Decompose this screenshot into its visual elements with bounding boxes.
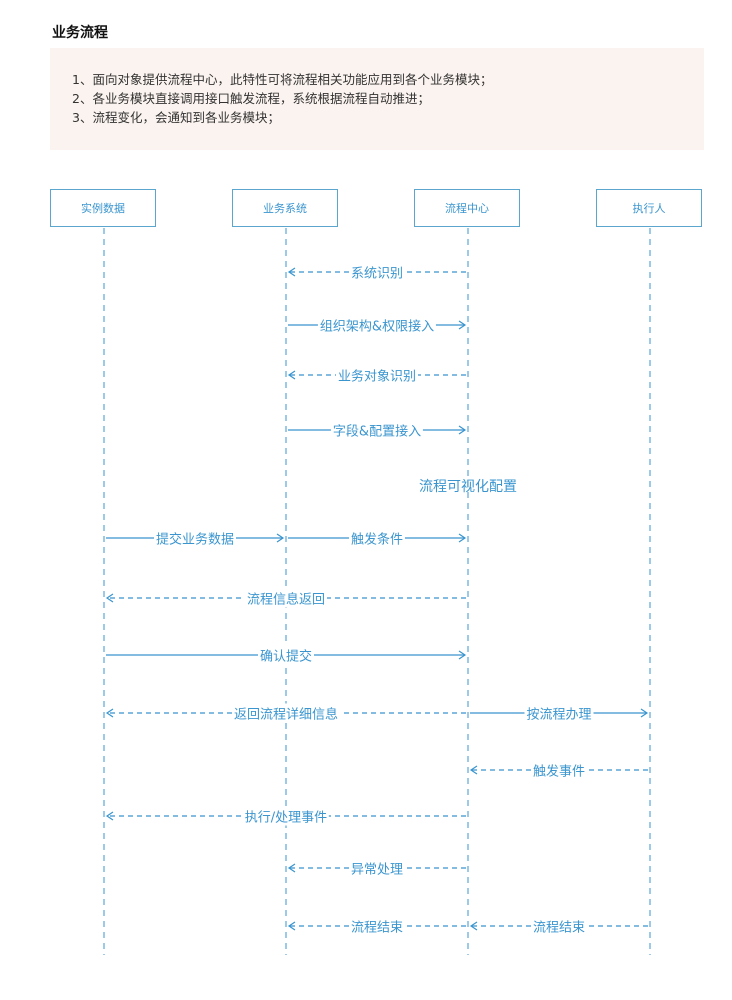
- arrowhead-icon: [287, 370, 296, 380]
- message-label: 业务对象识别: [335, 365, 419, 385]
- message-label: 返回流程详细信息: [231, 703, 341, 723]
- actor-executor: 执行人: [596, 189, 702, 227]
- message-label: 按流程办理: [524, 703, 594, 723]
- message-label: 流程结束: [348, 916, 406, 936]
- actor-process-center: 流程中心: [414, 189, 520, 227]
- arrowhead-icon: [458, 320, 467, 330]
- arrowhead-icon: [105, 811, 114, 821]
- process-note: 流程可视化配置: [419, 479, 517, 495]
- message-label: 确认提交: [257, 645, 315, 665]
- arrowhead-icon: [458, 533, 467, 543]
- arrowhead-icon: [458, 425, 467, 435]
- message-label: 执行/处理事件: [242, 806, 330, 826]
- arrowhead-icon: [469, 921, 478, 931]
- arrowhead-icon: [287, 921, 296, 931]
- arrowhead-icon: [105, 593, 114, 603]
- arrowhead-icon: [287, 863, 296, 873]
- message-label: 异常处理: [348, 858, 406, 878]
- note-line: 3、流程变化，会通知到各业务模块；: [72, 110, 280, 125]
- arrowhead-icon: [105, 708, 114, 718]
- message-label: 提交业务数据: [153, 528, 237, 548]
- note-line: 1、面向对象提供流程中心，此特性可将流程相关功能应用到各个业务模块；: [72, 72, 493, 87]
- description-box: 1、面向对象提供流程中心，此特性可将流程相关功能应用到各个业务模块； 2、各业务…: [50, 48, 704, 150]
- actor-business-system: 业务系统: [232, 189, 338, 227]
- arrowhead-icon: [640, 708, 649, 718]
- actor-instance-data: 实例数据: [50, 189, 156, 227]
- message-label: 触发条件: [348, 528, 406, 548]
- message-label: 组织架构&权限接入: [317, 315, 437, 335]
- note-line: 2、各业务模块直接调用接口触发流程，系统根据流程自动推进；: [72, 91, 430, 106]
- message-label: 触发事件: [530, 760, 588, 780]
- arrowhead-icon: [458, 650, 467, 660]
- page-title: 业务流程: [52, 25, 108, 41]
- arrowhead-icon: [469, 765, 478, 775]
- message-label: 系统识别: [348, 262, 406, 282]
- arrowhead-icon: [276, 533, 285, 543]
- message-label: 流程信息返回: [244, 588, 328, 608]
- message-label: 流程结束: [530, 916, 588, 936]
- message-label: 字段&配置接入: [330, 420, 424, 440]
- arrowhead-icon: [287, 267, 296, 277]
